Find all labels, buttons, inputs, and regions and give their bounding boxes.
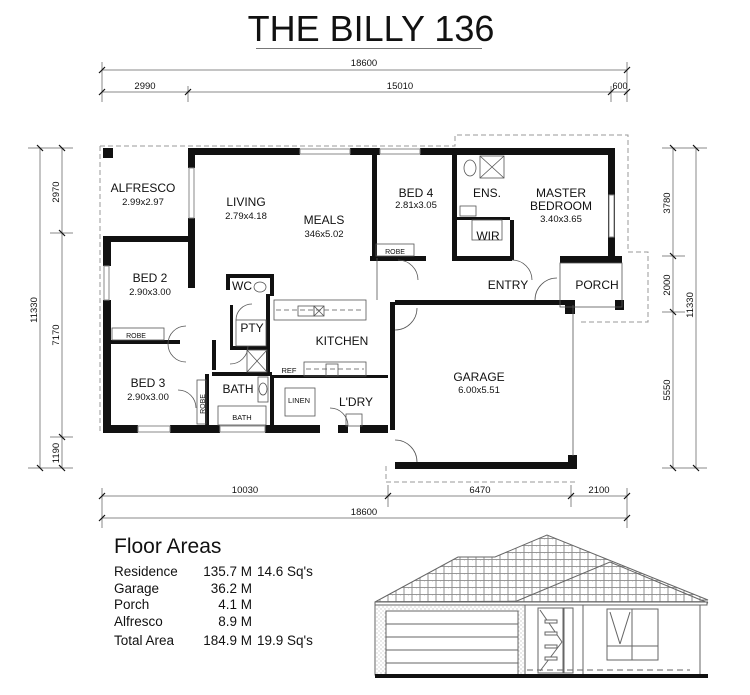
robe-label-bed2: ROBE bbox=[126, 333, 146, 340]
label-bathtub: BATH bbox=[232, 413, 251, 422]
floor-areas-heading: Floor Areas bbox=[114, 535, 222, 558]
plan-title: THE BILLY 136 bbox=[247, 8, 495, 49]
area-label: Porch bbox=[114, 597, 150, 612]
room-label-bed4: BED 4 bbox=[399, 186, 434, 200]
fixtures bbox=[111, 155, 623, 463]
room-label-living: LIVING bbox=[226, 195, 265, 209]
dim-left-overall: 11330 bbox=[29, 297, 40, 323]
room-label-alfresco: ALFRESCO bbox=[111, 181, 176, 195]
area-value: 8.9 M bbox=[218, 613, 252, 629]
area-value: 4.1 M bbox=[218, 597, 252, 612]
dim-bottom-seg-1: 10030 bbox=[232, 485, 258, 496]
dim-left-seg-1: 2970 bbox=[51, 181, 62, 202]
roof-outline-dashed bbox=[100, 134, 649, 483]
room-label-garage: GARAGE bbox=[453, 370, 504, 384]
room-size-meals: 346x5.02 bbox=[304, 229, 343, 240]
dim-left-seg-3: 1190 bbox=[51, 443, 62, 463]
room-label-wir: WIR bbox=[476, 229, 500, 243]
dim-right-seg-1: 3780 bbox=[662, 192, 673, 213]
room-label-master: MASTER bbox=[536, 186, 586, 200]
room-label-ensuite: ENS. bbox=[473, 186, 501, 200]
dim-top-seg-3: 600 bbox=[612, 81, 627, 91]
room-size-bed4: 2.81x3.05 bbox=[395, 200, 437, 211]
dimension-lines bbox=[28, 62, 707, 528]
room-label-bed2: BED 2 bbox=[133, 271, 168, 285]
front-elevation bbox=[374, 534, 709, 676]
area-label: Residence bbox=[114, 564, 178, 579]
area-label: Garage bbox=[114, 580, 160, 596]
area-squares: 19.9 Sq's bbox=[257, 633, 313, 648]
room-label-kitchen: KITCHEN bbox=[316, 334, 369, 348]
room-size-bed2: 2.90x3.00 bbox=[129, 287, 171, 298]
floor-areas-panel: Floor Areas Residence 135.7 M 14.6 Sq's … bbox=[114, 536, 374, 650]
dim-right-seg-3: 5550 bbox=[662, 379, 673, 400]
room-label-bedroom: BEDROOM bbox=[530, 199, 592, 213]
robe-label-bed3: ROBE bbox=[200, 394, 207, 414]
dim-bottom-overall: 18600 bbox=[351, 507, 377, 518]
dim-bottom-seg-3: 2100 bbox=[588, 485, 609, 496]
room-label-wc: WC bbox=[232, 279, 252, 293]
label-linen: LINEN bbox=[288, 396, 310, 405]
dim-left-seg-2: 7170 bbox=[51, 324, 62, 345]
ground-line bbox=[375, 674, 708, 678]
area-label: Alfresco bbox=[114, 613, 163, 629]
dim-top-seg-2: 15010 bbox=[387, 81, 413, 92]
room-label-porch: PORCH bbox=[575, 278, 618, 292]
area-value: 184.9 M bbox=[203, 633, 252, 648]
room-size-master: 3.40x3.65 bbox=[540, 214, 582, 225]
title-underline bbox=[256, 48, 482, 49]
room-label-pantry: PTY bbox=[240, 321, 263, 335]
room-size-garage: 6.00x5.51 bbox=[458, 385, 500, 396]
area-value: 135.7 M bbox=[203, 564, 252, 579]
area-row-alfresco: Alfresco 8.9 M bbox=[114, 614, 374, 631]
area-row-residence: Residence 135.7 M 14.6 Sq's bbox=[114, 564, 374, 581]
room-size-bed3: 2.90x3.00 bbox=[127, 392, 169, 403]
room-label-entry: ENTRY bbox=[488, 278, 528, 292]
room-label-laundry: L'DRY bbox=[339, 395, 373, 409]
area-squares: 14.6 Sq's bbox=[257, 564, 313, 579]
room-size-alfresco: 2.99x2.97 bbox=[122, 197, 164, 208]
dim-right-overall: 11330 bbox=[685, 292, 696, 318]
room-label-bath: BATH bbox=[222, 382, 253, 396]
label-fridge: REF bbox=[282, 366, 297, 375]
area-label: Total Area bbox=[114, 633, 175, 648]
robe-label-bed4: ROBE bbox=[385, 249, 405, 256]
dim-top-overall: 18600 bbox=[351, 58, 377, 69]
area-row-porch: Porch 4.1 M bbox=[114, 597, 374, 614]
windows bbox=[103, 148, 615, 433]
dim-right-seg-2: 2000 bbox=[662, 274, 673, 295]
area-value: 36.2 M bbox=[210, 580, 252, 596]
room-label-bed3: BED 3 bbox=[131, 376, 166, 390]
area-row-total: Total Area 184.9 M 19.9 Sq's bbox=[114, 633, 374, 650]
dimension-ticks bbox=[36, 66, 700, 522]
dim-top-seg-1: 2990 bbox=[134, 81, 155, 92]
room-size-living: 2.79x4.18 bbox=[225, 211, 267, 222]
area-row-garage: Garage 36.2 M bbox=[114, 581, 374, 598]
dim-bottom-seg-2: 6470 bbox=[469, 485, 490, 496]
room-label-meals: MEALS bbox=[304, 213, 345, 227]
